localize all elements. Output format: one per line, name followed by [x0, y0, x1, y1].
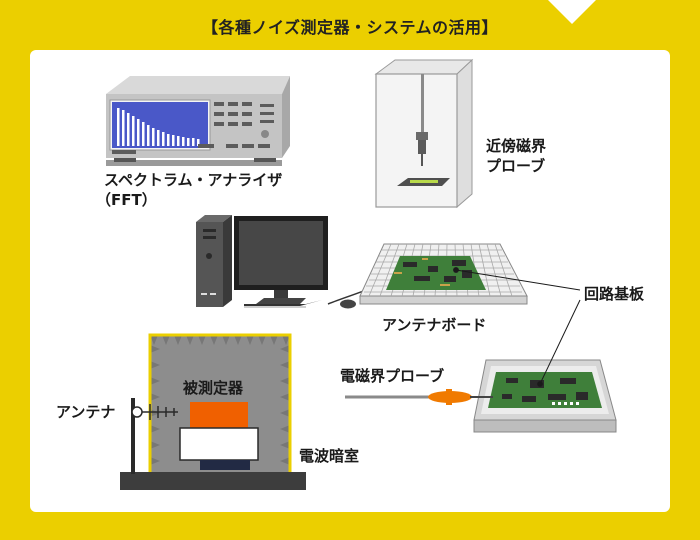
leader-lines [455, 269, 581, 385]
nearfield-probe-enclosure-icon [374, 58, 474, 209]
monitor-icon [234, 216, 328, 308]
em-field-probe-icon [345, 389, 493, 405]
figure-title: 【各種ノイズ測定器・システムの活用】 [201, 18, 499, 37]
dut-label: 被測定器 [183, 379, 244, 397]
leader-dot [537, 381, 543, 387]
spectrum-analyzer-icon [106, 76, 290, 166]
antenna-label: アンテナ [56, 403, 116, 421]
leader-dot [453, 267, 459, 273]
dut-icon [179, 402, 259, 470]
computer-icon [196, 215, 232, 307]
antenna-board-icon [359, 243, 528, 305]
antenna-board-label: アンテナボード [382, 316, 487, 334]
nearfield-probe-label: 近傍磁界 [486, 137, 547, 155]
antenna-icon [131, 398, 178, 474]
corner-notch [548, 0, 596, 24]
circuit-board-tray-icon [473, 359, 617, 433]
em-probe-label: 電磁界プローブ [340, 367, 445, 385]
nearfield-probe-label-2: プローブ [486, 157, 546, 175]
circuit-board-label: 回路基板 [584, 285, 645, 303]
anechoic-chamber-label: 電波暗室 [299, 447, 360, 465]
spectrum-analyzer-label: スペクトラム・アナライザ [104, 171, 283, 189]
spectrum-analyzer-fft-label: （FFT） [96, 191, 157, 209]
